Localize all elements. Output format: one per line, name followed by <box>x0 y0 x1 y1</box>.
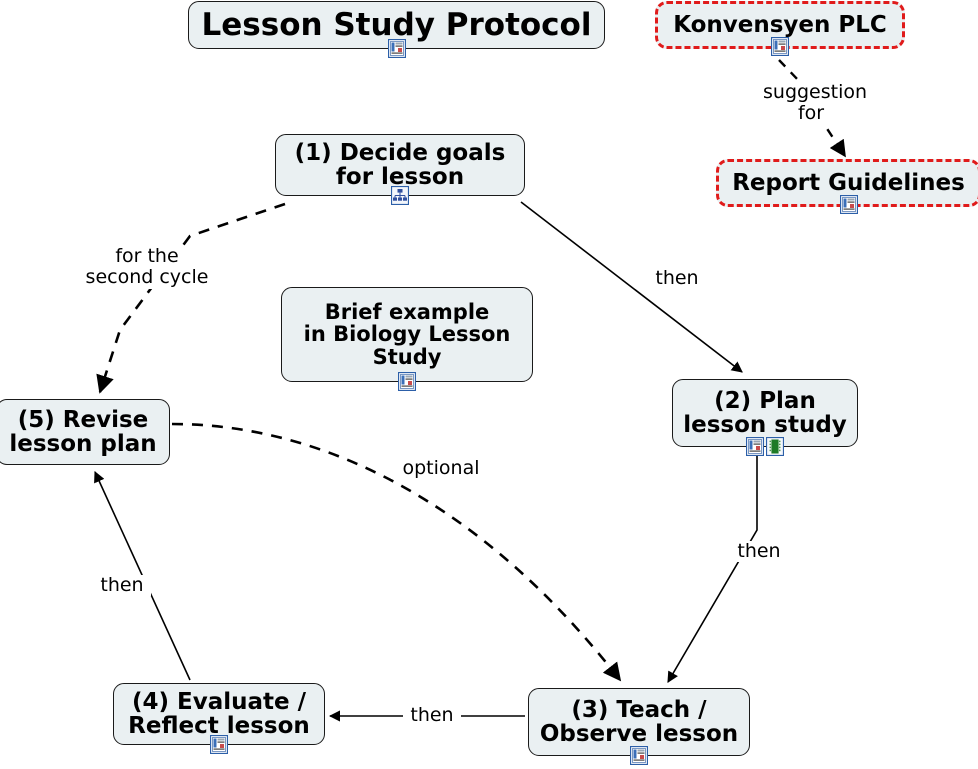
node-brief-example[interactable]: Brief example in Biology Lesson Study <box>281 287 533 391</box>
film-icon[interactable] <box>766 437 784 456</box>
node-konvensyen-plc[interactable]: Konvensyen PLC <box>655 1 905 56</box>
icon-tray <box>839 195 858 214</box>
node-label: (2) Plan lesson study <box>683 387 847 438</box>
edge-label-then-1-to-2: then <box>648 267 706 290</box>
node-report-guidelines[interactable]: Report Guidelines <box>716 159 978 214</box>
node-label: (4) Evaluate / Reflect lesson <box>128 688 310 739</box>
icon-tray <box>398 372 416 391</box>
edge-label-then-3-to-4: then <box>403 704 461 727</box>
edge-label-for-the-second-cycle: for the second cycle <box>66 245 228 289</box>
node-step-4-evaluate-reflect[interactable]: (4) Evaluate / Reflect lesson <box>113 683 325 754</box>
document-icon[interactable] <box>387 39 406 58</box>
document-icon[interactable] <box>746 437 764 456</box>
node-label: (5) Revise lesson plan <box>9 406 157 457</box>
document-icon[interactable] <box>771 37 789 56</box>
edge-label-optional: optional <box>391 457 491 480</box>
node-label: Konvensyen PLC <box>673 11 887 38</box>
node-step-3-teach-observe[interactable]: (3) Teach / Observe lesson <box>528 688 750 765</box>
edge-label-then-2-to-3: then <box>730 540 788 563</box>
icon-tray <box>630 746 648 765</box>
icon-tray <box>771 37 789 56</box>
edge-2-to-3 <box>667 456 758 683</box>
edge-1-to-5 <box>96 202 286 394</box>
document-icon[interactable] <box>839 195 858 214</box>
icon-tray <box>391 186 409 205</box>
document-icon[interactable] <box>210 735 228 754</box>
node-title-lesson-study-protocol[interactable]: Lesson Study Protocol <box>188 1 605 58</box>
node-label: (3) Teach / Observe lesson <box>539 696 739 747</box>
document-icon[interactable] <box>398 372 416 391</box>
node-label: Lesson Study Protocol <box>201 6 592 43</box>
node-step-1-decide-goals[interactable]: (1) Decide goals for lesson <box>275 134 525 205</box>
node-label: (1) Decide goals for lesson <box>294 139 506 190</box>
edge-1-to-2 <box>520 201 743 373</box>
edge-label-suggestion-for: suggestion for <box>762 81 868 125</box>
icon-tray <box>387 39 406 58</box>
document-icon[interactable] <box>630 746 648 765</box>
org-chart-icon[interactable] <box>391 186 409 205</box>
icon-tray <box>210 735 228 754</box>
node-step-2-plan-lesson-study[interactable]: (2) Plan lesson study <box>672 379 858 456</box>
edge-label-then-4-to-5: then <box>93 574 151 597</box>
icon-tray <box>746 437 784 456</box>
node-label: Brief example in Biology Lesson Study <box>303 300 511 369</box>
node-label: Report Guidelines <box>732 169 965 196</box>
node-step-5-revise-lesson-plan[interactable]: (5) Revise lesson plan <box>0 399 170 465</box>
